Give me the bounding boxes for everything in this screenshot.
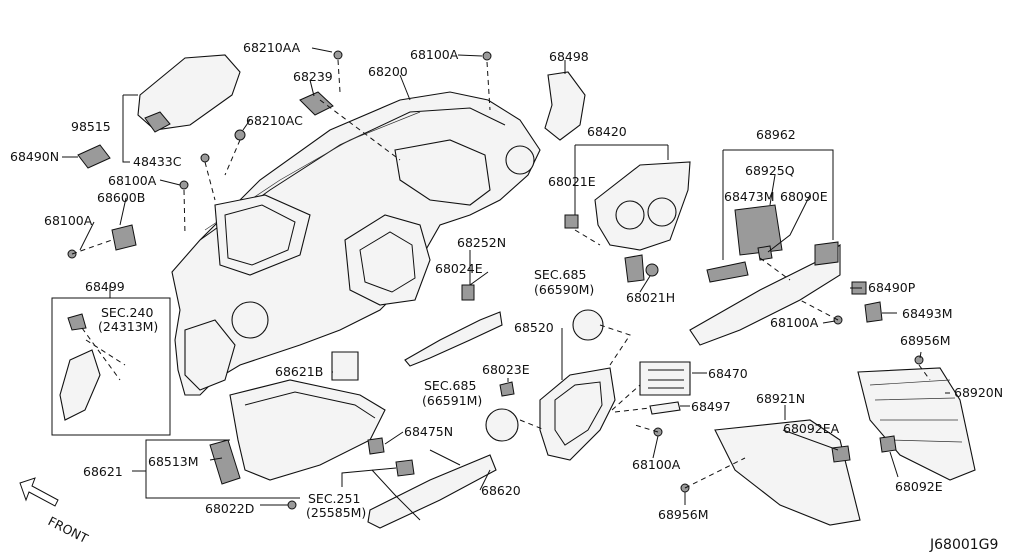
label-sec685-b-code: (66591M) [422,393,482,408]
label-68210AA: 68210AA [243,40,301,55]
front-arrow-icon [19,477,59,507]
label-68600B: 68600B [97,190,145,205]
label-68092E: 68092E [895,479,943,494]
label-68493M: 68493M [902,306,953,321]
label-68021E: 68021E [548,174,596,189]
label-sec685-b: SEC.685 [424,378,476,393]
label-68023E: 68023E [482,362,530,377]
label-68210AC: 68210AC [246,113,303,128]
label-sec251: SEC.251 [308,491,360,506]
label-68470: 68470 [708,366,748,381]
label-68925Q: 68925Q [745,163,795,178]
clip-68021E [564,214,579,229]
label-98515: 98515 [71,119,111,134]
label-68475N: 68475N [404,424,453,439]
finisher-68620 [367,454,497,529]
label-sec240-code: (24313M) [98,319,158,334]
clip-68092EA [831,445,851,463]
leader-lines [62,47,950,506]
label-sec685-a-code: (66590M) [534,282,594,297]
label-68620: 68620 [481,483,521,498]
cluster-lid-68420 [594,161,691,283]
label-68090E: 68090E [780,189,828,204]
label-68420: 68420 [587,124,627,139]
label-68520: 68520 [514,320,554,335]
label-68490N: 68490N [10,149,59,164]
diagram-code: J68001G9 [929,537,998,553]
label-68022D: 68022D [205,501,254,516]
label-68498: 68498 [549,49,589,64]
pocket-68470 [639,361,691,396]
label-68092EA: 68092EA [783,421,840,436]
passenger-airbag-98515 [137,54,241,131]
knob-68021H [645,263,659,277]
clip-68092E [879,435,897,453]
label-68100A-bottom: 68100A [632,457,681,472]
bracket-68600B [111,224,137,251]
label-sec240: SEC.240 [101,305,153,320]
label-68021H: 68021H [626,290,675,305]
assembly-lines [71,59,931,489]
clip-68024E [461,284,475,301]
label-68100A-top: 68100A [410,47,459,62]
label-68499: 68499 [85,279,125,294]
label-68497: 68497 [691,399,731,414]
glove-box-68621 [209,351,386,485]
label-68200: 68200 [368,64,408,79]
clip-68023E [499,381,515,397]
clip-68490N [77,144,111,169]
vent-66590M [572,309,604,341]
front-label: FRONT [46,513,91,546]
label-68490P: 68490P [868,280,916,295]
label-68100A-right: 68100A [770,315,819,330]
instrument-panel-68200 [171,91,541,396]
label-68100A-left2: 68100A [44,213,93,228]
label-68100A-left: 68100A [108,173,157,188]
cover-68921N [714,419,861,526]
latch-68475N [367,437,385,455]
lower-panel-68962 [689,204,841,346]
label-48433C: 48433C [133,154,182,169]
label-68962: 68962 [756,127,796,142]
switch-25585M [395,459,415,477]
label-68239: 68239 [293,69,333,84]
label-68956M-bottom: 68956M [658,507,709,522]
vent-66591M [485,408,519,442]
inset-68499 [51,297,171,436]
bracket-68620 [371,449,461,521]
part-labels: 68210AA 68239 68200 68100A 68498 98515 6… [10,40,1003,553]
label-68921N: 68921N [756,391,805,406]
label-68473M: 68473M [724,189,775,204]
trim-68252N [404,311,503,367]
trim-68498 [544,71,586,141]
label-68252N: 68252N [457,235,506,250]
center-bezel-68520 [539,367,616,461]
plate-68497 [649,401,681,415]
cover-68920N [857,367,976,481]
airbag-bracket [144,111,171,133]
label-68920N: 68920N [954,385,1003,400]
clip-68493M [864,301,883,323]
label-68956M-right: 68956M [900,333,951,348]
label-68024E: 68024E [435,261,483,276]
screws [67,50,924,510]
label-68621B: 68621B [275,364,323,379]
label-sec251-code: (25585M) [306,505,366,520]
label-sec685-a: SEC.685 [534,267,586,282]
pad-68239 [299,91,334,116]
label-68621: 68621 [83,464,123,479]
clip-68090E [757,245,773,261]
label-68513M: 68513M [148,454,199,469]
